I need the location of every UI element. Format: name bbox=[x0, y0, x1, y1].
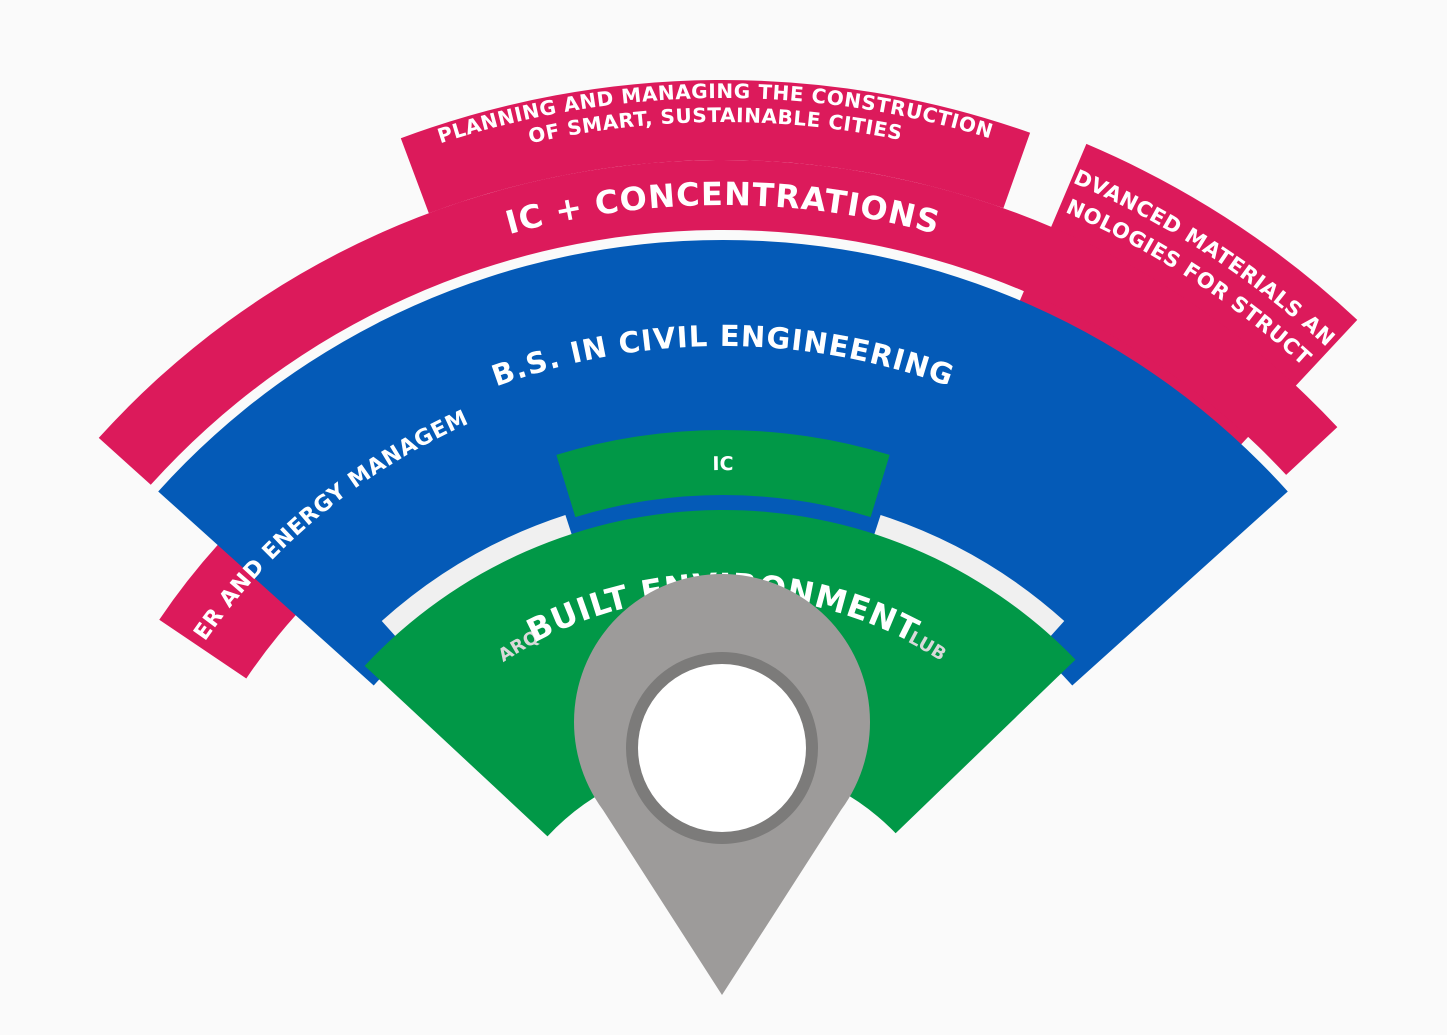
ic-concentrations-band bbox=[98, 159, 1338, 485]
location-pin-hole bbox=[638, 664, 806, 832]
concentration-planning-band bbox=[400, 79, 1031, 214]
ic-tab bbox=[556, 430, 890, 518]
ic-label: IC bbox=[712, 453, 733, 475]
